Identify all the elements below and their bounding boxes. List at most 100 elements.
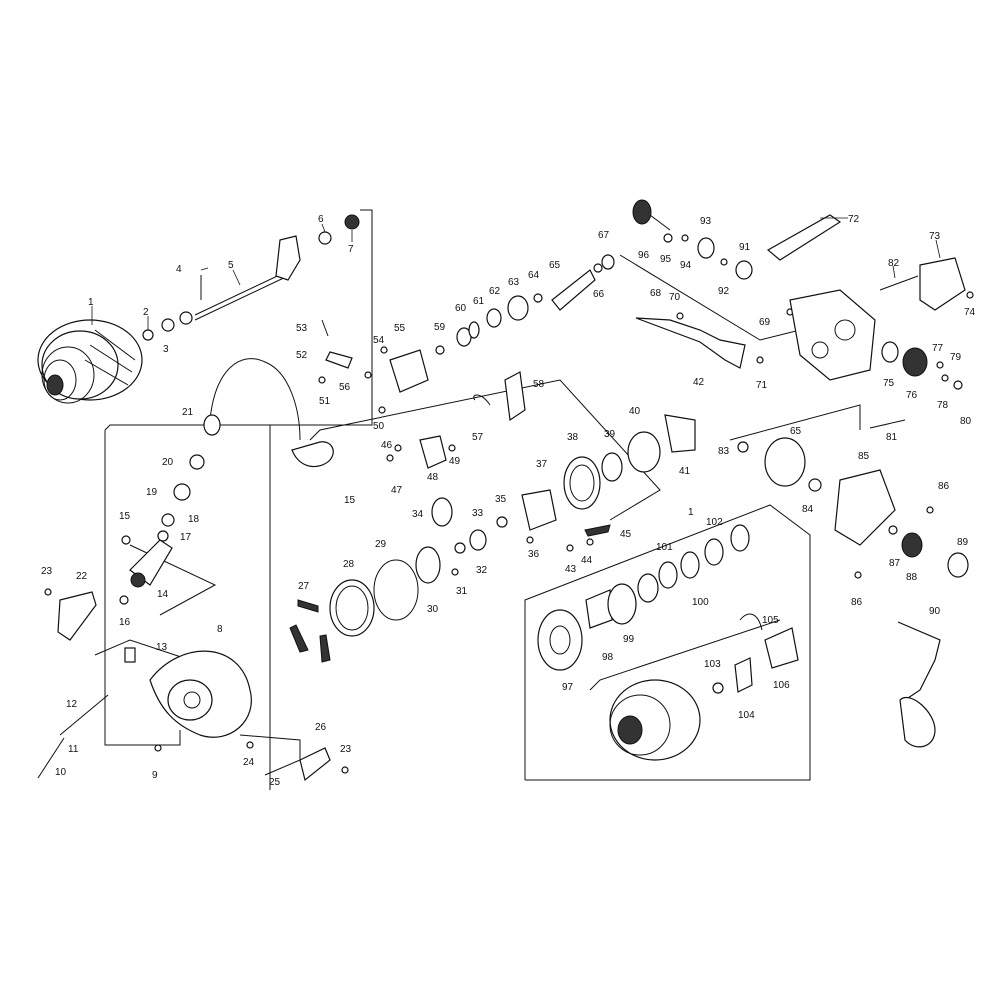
part-label: 57 — [472, 432, 484, 443]
part-label: 71 — [756, 380, 768, 391]
part-label: 23 — [41, 566, 53, 577]
part-label: 40 — [629, 406, 641, 417]
drag-knob-parts — [632, 199, 753, 280]
line-roller-parts — [119, 454, 205, 605]
part-label: 86 — [851, 597, 863, 608]
part-label: 44 — [581, 555, 593, 566]
part-label: 20 — [162, 457, 174, 468]
part-label: 101 — [656, 542, 673, 553]
part-label: 36 — [528, 549, 540, 560]
part-label: 102 — [706, 517, 723, 528]
part-label: 49 — [449, 456, 461, 467]
part-label: 22 — [76, 571, 88, 582]
part-label: 52 — [296, 350, 308, 361]
part-label: 53 — [296, 323, 308, 334]
part-label: 82 — [888, 258, 900, 269]
part-label: 16 — [119, 617, 131, 628]
part-label: 93 — [700, 216, 712, 227]
part-label: 88 — [906, 572, 918, 583]
part-label: 77 — [932, 343, 944, 354]
rotor-arm-part-8 — [37, 647, 252, 779]
part-label: 54 — [373, 335, 385, 346]
anti-reverse-parts — [318, 319, 526, 469]
part-label: 39 — [604, 429, 616, 440]
part-label: 41 — [679, 466, 691, 477]
part-label: 30 — [427, 604, 439, 615]
part-label: 2 — [143, 307, 149, 318]
part-label: 25 — [269, 777, 281, 788]
part-label: 33 — [472, 508, 484, 519]
part-label: 106 — [773, 680, 790, 691]
part-label: 69 — [759, 317, 771, 328]
part-label: 70 — [669, 292, 681, 303]
bail-trip-parts — [239, 734, 349, 782]
part-label: 79 — [950, 352, 962, 363]
part-label: 94 — [680, 260, 692, 271]
part-label: 45 — [620, 529, 632, 540]
part-label: 31 — [456, 586, 468, 597]
part-label: 67 — [598, 230, 610, 241]
part-label: 100 — [692, 597, 709, 608]
part-label: 59 — [434, 322, 446, 333]
part-label: 38 — [567, 432, 579, 443]
part-label: 13 — [156, 642, 168, 653]
part-label: 29 — [375, 539, 387, 550]
part-label: 1 — [88, 297, 94, 308]
part-label: 86 — [938, 481, 950, 492]
part-label: 80 — [960, 416, 972, 427]
part-label: 95 — [660, 254, 672, 265]
part-label: 50 — [373, 421, 385, 432]
part-label: 37 — [536, 459, 548, 470]
part-label: 62 — [489, 286, 501, 297]
part-label: 51 — [319, 396, 331, 407]
side-cover-parts — [869, 257, 974, 429]
reel-body-part-72 — [766, 214, 876, 381]
group-frames — [94, 209, 861, 790]
bail-wire-part-21 — [203, 358, 334, 468]
part-label: 65 — [549, 260, 561, 271]
part-label: 24 — [243, 757, 255, 768]
part-label: 11 — [68, 744, 79, 755]
part-label: 64 — [528, 270, 540, 281]
rotor-bearing-parts — [431, 414, 696, 552]
part-label: 15 — [344, 495, 356, 506]
spool-shaft-parts — [142, 214, 360, 341]
part-label: 18 — [188, 514, 200, 525]
part-label: 89 — [957, 537, 969, 548]
part-label: 17 — [180, 532, 192, 543]
part-label: 27 — [298, 581, 310, 592]
part-label: 23 — [340, 744, 352, 755]
part-label: 68 — [650, 288, 662, 299]
part-label: 81 — [886, 432, 898, 443]
part-label: 47 — [391, 485, 403, 496]
part-label: 42 — [693, 377, 705, 388]
part-label: 14 — [157, 589, 169, 600]
part-label: 43 — [565, 564, 577, 575]
part-label: 99 — [623, 634, 635, 645]
handle-part-90 — [897, 621, 941, 748]
part-label: 98 — [602, 652, 614, 663]
part-label: 8 — [217, 624, 223, 635]
part-label: 4 — [176, 264, 182, 275]
part-label: 72 — [848, 214, 860, 225]
part-label: 75 — [883, 378, 895, 389]
oscillation-parts — [635, 308, 794, 369]
clip-parts-27 — [289, 599, 331, 663]
part-label: 58 — [533, 379, 545, 390]
part-label: 78 — [937, 400, 949, 411]
part-label: 56 — [339, 382, 351, 393]
part-label: 26 — [315, 722, 327, 733]
ring-parts-28-32 — [329, 542, 466, 637]
part-label: 46 — [381, 440, 393, 451]
part-label: 7 — [348, 244, 354, 255]
part-label: 103 — [704, 659, 721, 670]
part-label: 21 — [182, 407, 194, 418]
spare-spool-parts — [537, 524, 799, 761]
part-label: 66 — [593, 289, 605, 300]
part-label: 97 — [562, 682, 574, 693]
part-label: 19 — [146, 487, 158, 498]
part-label: 34 — [412, 509, 424, 520]
part-label: 55 — [394, 323, 406, 334]
part-label: 83 — [718, 446, 730, 457]
